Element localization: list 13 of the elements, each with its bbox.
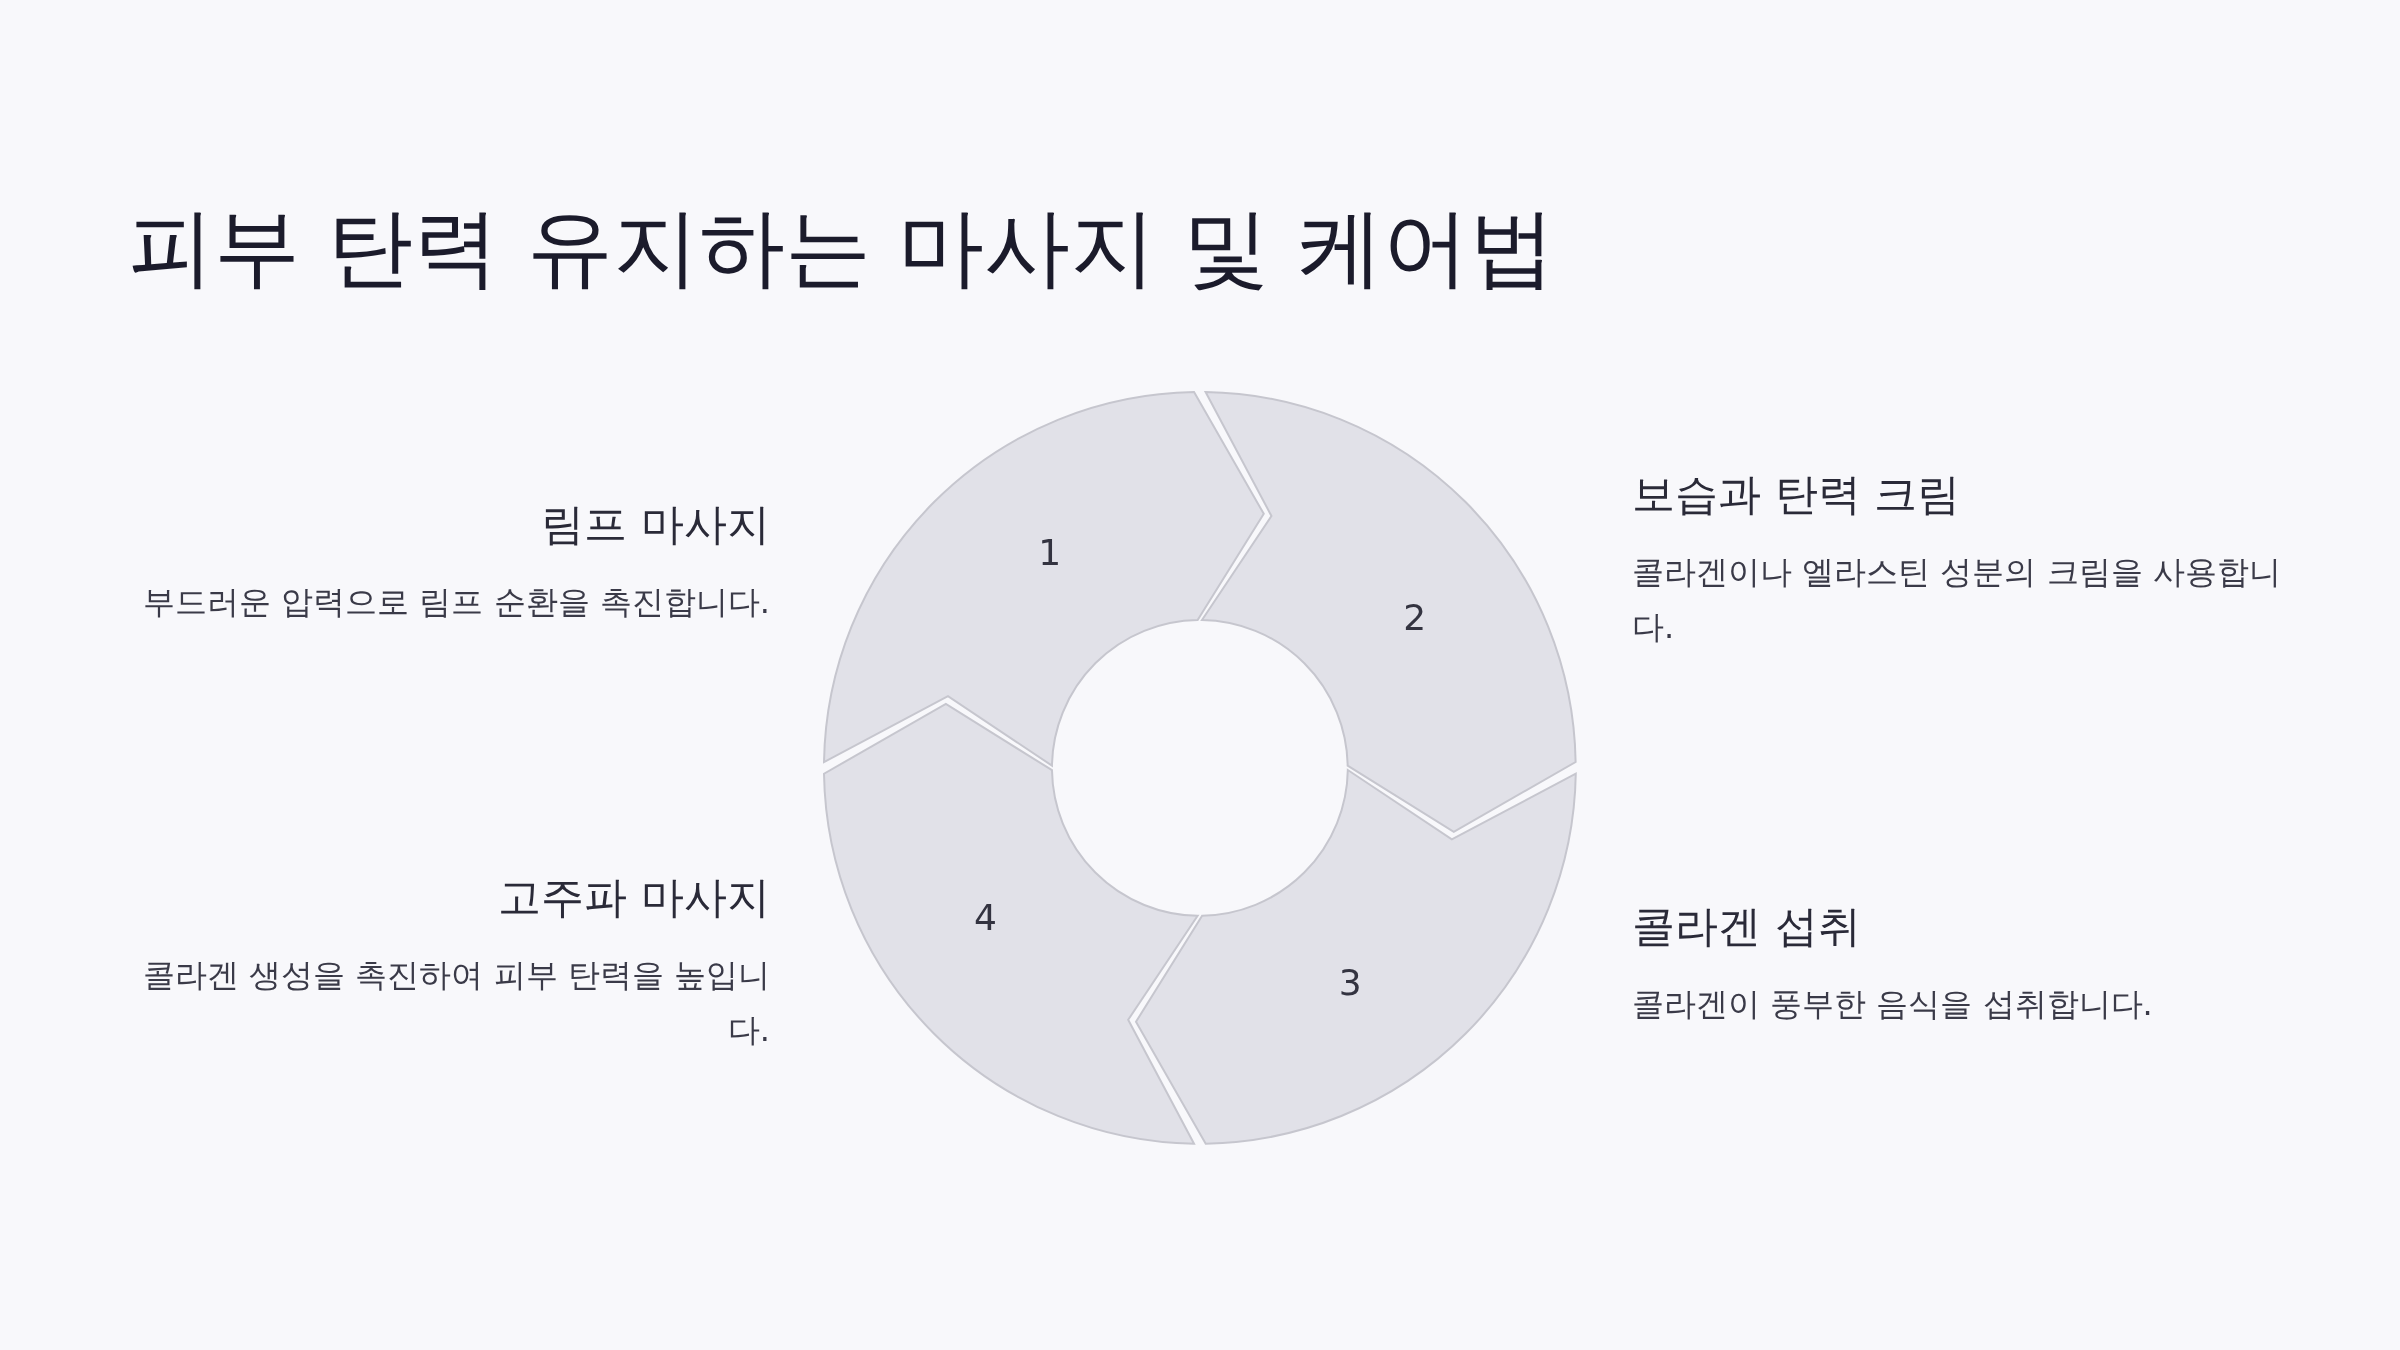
title: 피부 탄력 유지하는 마사지 및 케어법 bbox=[128, 196, 1555, 299]
step-heading: 콜라겐 섭취 bbox=[1632, 900, 1862, 953]
step-heading: 림프 마사지 bbox=[540, 498, 770, 551]
step-heading: 보습과 탄력 크림 bbox=[1632, 468, 1962, 521]
step-number: 4 bbox=[973, 900, 997, 937]
step-description: 콜라겐이나 엘라스틴 성분의 크림을 사용합니다. bbox=[1632, 552, 2282, 648]
step-description: 부드러운 압력으로 림프 순환을 촉진합니다. bbox=[142, 582, 770, 623]
step-number: 2 bbox=[1403, 599, 1427, 636]
step-number: 1 bbox=[1038, 535, 1062, 572]
step-description: 콜라겐 생성을 촉진하여 피부 탄력을 높입니다. bbox=[142, 955, 770, 1051]
step-number: 3 bbox=[1338, 964, 1362, 1001]
step-heading: 고주파 마사지 bbox=[497, 871, 770, 924]
step-description: 콜라겐이 풍부한 음식을 섭취합니다. bbox=[1632, 984, 2154, 1025]
